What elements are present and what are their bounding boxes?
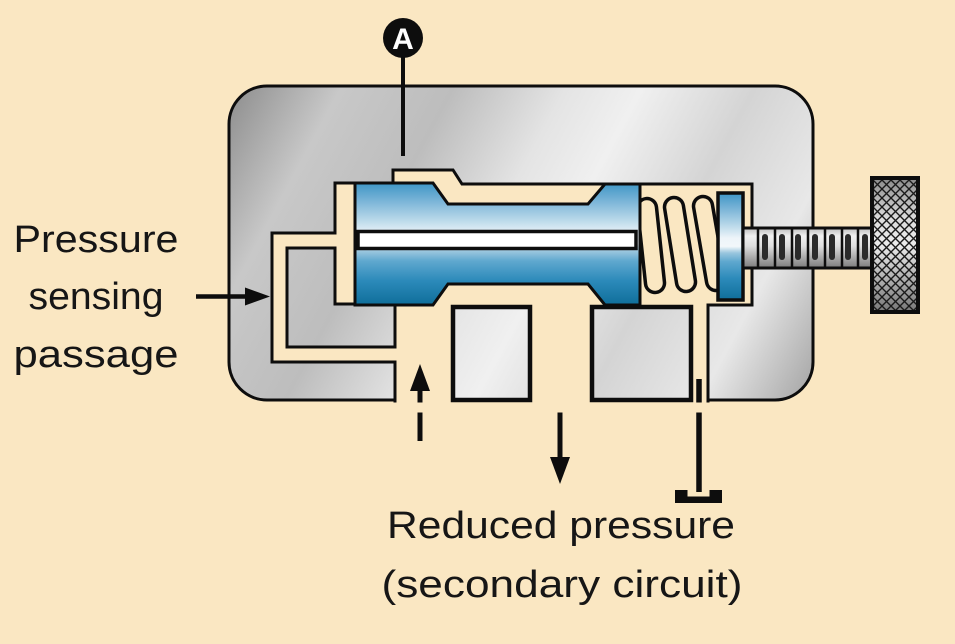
inlet-arrow-up-icon	[410, 364, 430, 441]
circle-A-marker-icon	[383, 18, 423, 58]
port-land-left	[450, 304, 533, 403]
port-a-callout: A	[383, 18, 423, 156]
pressure-sensing-label-line3: passage	[14, 334, 179, 376]
port-land-right	[589, 304, 694, 403]
spring-coil-3	[691, 194, 728, 293]
knurled-knob	[870, 176, 920, 314]
spring	[635, 194, 728, 295]
port-a-label: A	[392, 23, 414, 56]
reduced-pressure-label-line2: (secondary circuit)	[382, 564, 743, 606]
reduced-pressure-label-line1: Reduced pressure	[387, 505, 735, 547]
sensing-arrow-right-icon	[196, 287, 270, 306]
labels: Pressure sensing passage Reduced pressur…	[14, 219, 743, 606]
pressure-sensing-label-line2: sensing	[29, 276, 164, 318]
spool-pin	[356, 229, 638, 251]
spring-seat-washer	[716, 191, 745, 302]
adjusting-screw	[741, 226, 875, 270]
drain-symbol-icon	[675, 379, 722, 503]
spring-coil-2	[662, 195, 698, 294]
pressure-sensing-label-line1: Pressure	[14, 219, 179, 261]
thread-slots	[762, 234, 868, 260]
outlet-arrow-down-icon	[550, 409, 570, 484]
flow-arrows	[196, 287, 722, 503]
thread-lines	[756, 229, 860, 267]
knurl-pattern	[874, 180, 916, 310]
spring-coil-1	[635, 196, 667, 295]
port-opening-mask	[230, 402, 814, 413]
